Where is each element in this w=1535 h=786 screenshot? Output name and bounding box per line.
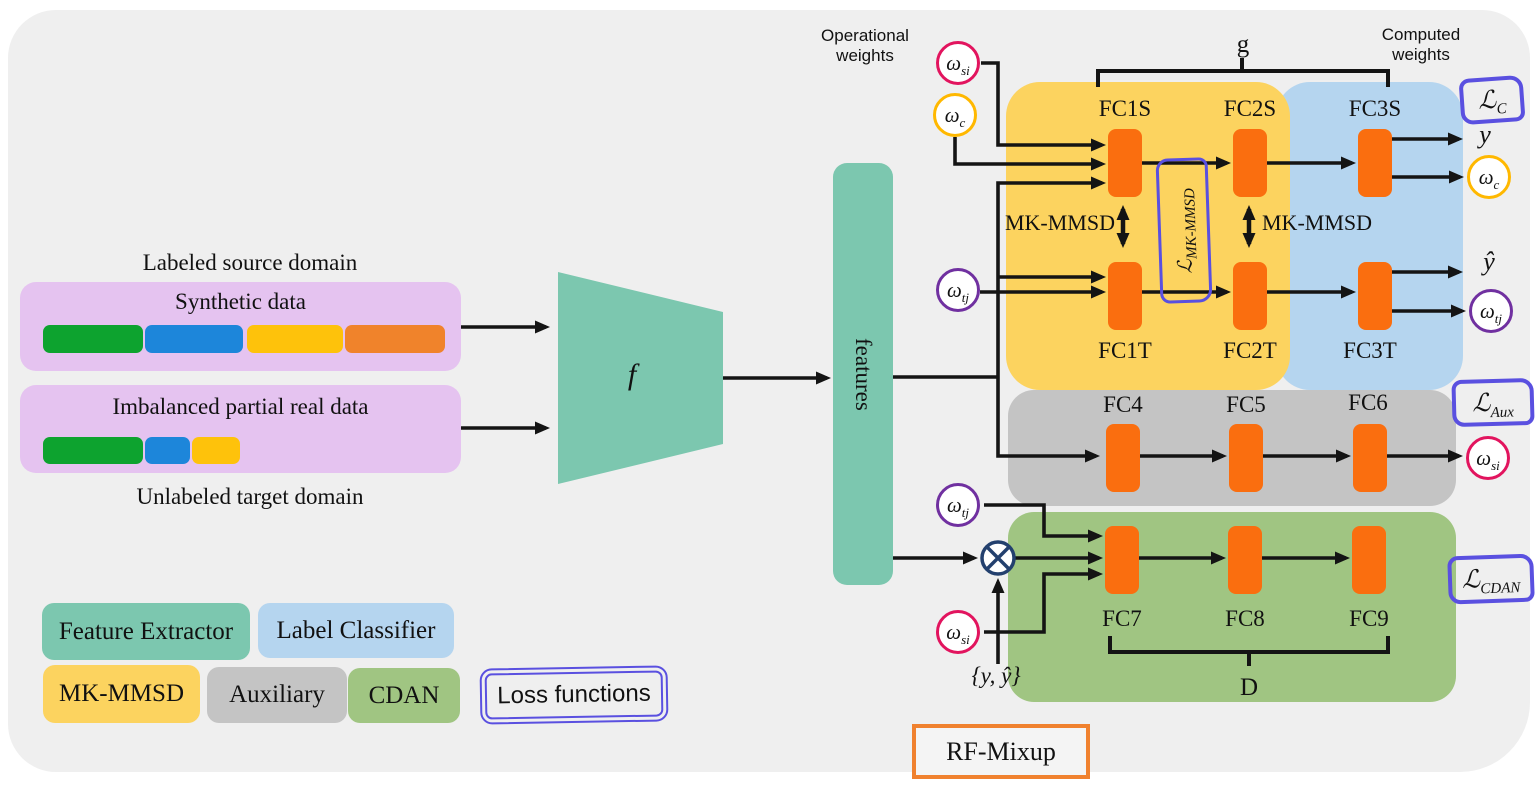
real-bar-blue — [145, 437, 190, 464]
synthetic-bar-yellow — [247, 325, 343, 353]
fc1t-layer — [1108, 262, 1142, 330]
loss-c-box: ℒC — [1458, 74, 1526, 126]
fc2s-layer — [1233, 129, 1267, 197]
feature-extractor-f-label: f — [627, 358, 637, 391]
fc3t-layer — [1358, 262, 1392, 330]
d-label: D — [1239, 674, 1259, 701]
unlabeled-target-domain-title: Unlabeled target domain — [136, 484, 364, 509]
legend-loss-functions: Loss functions — [479, 665, 669, 725]
fc3s-label: FC3S — [1348, 96, 1402, 121]
fc7-label: FC7 — [1102, 606, 1142, 631]
fc1t-label: FC1T — [1098, 338, 1152, 363]
legend-auxiliary: Auxiliary — [207, 667, 347, 723]
fc2t-layer — [1233, 262, 1267, 330]
g-label: g — [1236, 31, 1250, 58]
omega-tj-computed-circle: ωtj — [1469, 289, 1513, 333]
omega-c-operational-circle: ωc — [933, 93, 977, 137]
synthetic-data-label: Synthetic data — [175, 289, 306, 314]
fc9-label: FC9 — [1349, 606, 1389, 631]
real-bar-yellow — [192, 437, 240, 464]
features-label: features — [851, 337, 876, 411]
fc7-layer — [1105, 526, 1139, 594]
fc5-layer — [1229, 424, 1263, 492]
g-bracket — [1096, 58, 1390, 87]
fc4-layer — [1106, 424, 1140, 492]
omega-si-cdan-input-circle: ωsi — [936, 610, 980, 654]
imbalanced-real-data-label: Imbalanced partial real data — [112, 394, 369, 419]
mk-mmsd-label-left: MK-MMSD — [1004, 210, 1115, 235]
synthetic-bar-blue — [145, 325, 243, 353]
loss-mk-mmsd-label: ℒMK-MMSD — [1172, 187, 1201, 274]
fc8-label: FC8 — [1225, 606, 1265, 631]
fc6-layer — [1353, 424, 1387, 492]
fc3t-label: FC3T — [1343, 338, 1397, 363]
fc8-layer — [1228, 526, 1262, 594]
fc6-label: FC6 — [1348, 390, 1388, 415]
mk-mmsd-label-right: MK-MMSD — [1262, 210, 1373, 235]
fc4-label: FC4 — [1103, 392, 1143, 417]
fc2s-label: FC2S — [1223, 96, 1277, 121]
legend-mk-mmsd: MK-MMSD — [43, 665, 200, 723]
fc5-label: FC5 — [1226, 392, 1266, 417]
omega-si-computed-circle: ωsi — [1466, 436, 1510, 480]
y-set-label: {y, ŷ} — [971, 663, 1021, 688]
fc9-layer — [1352, 526, 1386, 594]
y-hat-output-label: ŷ — [1483, 247, 1495, 276]
y-output-label: y — [1479, 120, 1491, 149]
legend-feature-extractor: Feature Extractor — [42, 603, 250, 660]
synthetic-bar-green — [43, 325, 143, 353]
operational-weights-title: Operational weights — [821, 26, 909, 65]
legend-cdan: CDAN — [348, 668, 460, 723]
mk-mmsd-double-arrows — [1116, 205, 1256, 248]
diagram-wires — [461, 61, 1466, 664]
omega-tj-cdan-input-circle: ωtj — [936, 483, 980, 527]
labeled-source-domain-title: Labeled source domain — [142, 250, 358, 275]
imbalanced-real-data-box: Imbalanced partial real data — [20, 385, 461, 473]
omega-si-operational-circle: ωsi — [936, 41, 980, 85]
omega-tj-operational-circle: ωtj — [936, 268, 980, 312]
legend-label-classifier: Label Classifier — [258, 603, 454, 658]
loss-aux-box: ℒAux — [1451, 377, 1535, 428]
d-brace — [1108, 636, 1390, 666]
synthetic-bar-orange — [345, 325, 445, 353]
real-bar-green — [43, 437, 143, 464]
fc2t-label: FC2T — [1223, 338, 1277, 363]
mixup-operator-icon — [980, 540, 1016, 576]
feature-extractor-trapezoid — [558, 272, 723, 484]
features-bar: features — [833, 163, 893, 585]
loss-cdan-box: ℒCDAN — [1447, 553, 1535, 605]
omega-c-computed-circle: ωc — [1467, 155, 1511, 199]
fc1s-layer — [1108, 129, 1142, 197]
loss-mk-mmsd-box: ℒMK-MMSD — [1155, 157, 1213, 304]
computed-weights-title: Computed weights — [1381, 25, 1461, 64]
fc3s-layer — [1358, 129, 1392, 197]
rf-mixup-label: RF-Mixup — [946, 736, 1056, 766]
fc1s-label: FC1S — [1098, 96, 1152, 121]
synthetic-data-box: Synthetic data — [20, 282, 461, 371]
rf-mixup-box: RF-Mixup — [912, 724, 1090, 779]
